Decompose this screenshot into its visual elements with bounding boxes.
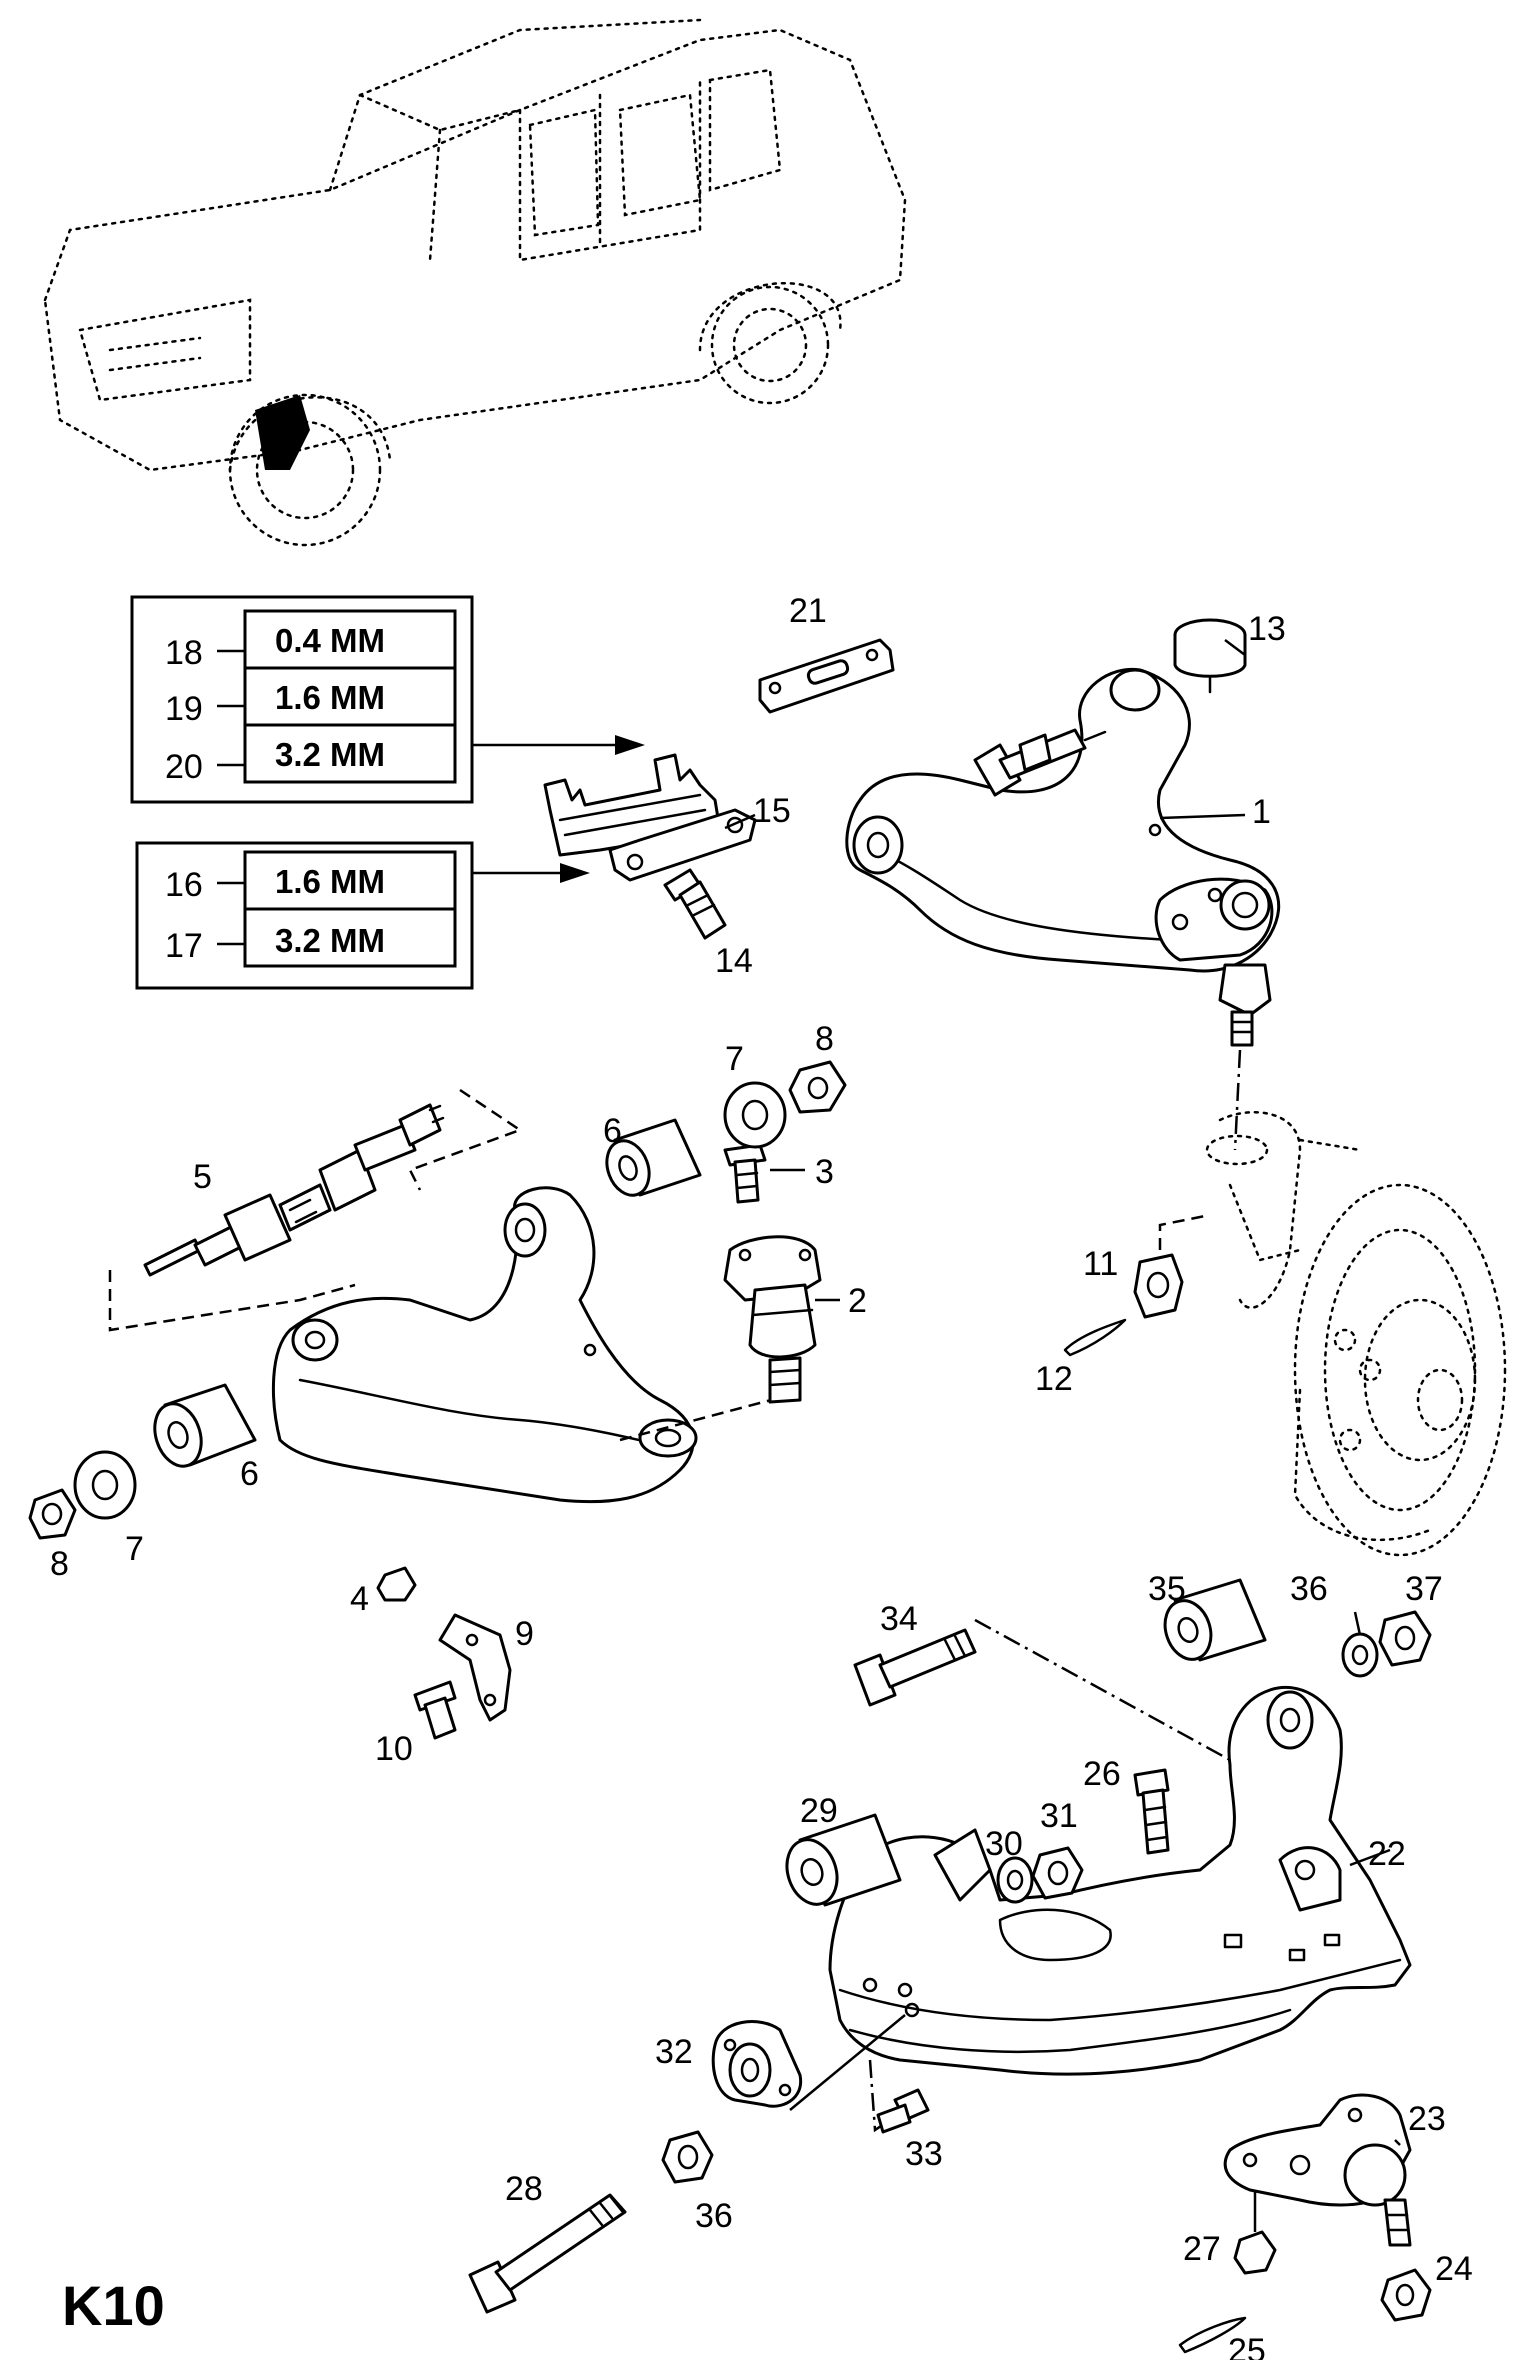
upper-control-arm-exploded xyxy=(272,1186,791,1504)
callout-8-lower: 8 xyxy=(50,1545,69,1583)
bolt-14 xyxy=(663,868,727,940)
callout-6-upper: 6 xyxy=(603,1112,622,1150)
bushing-6-lower xyxy=(153,1383,257,1468)
callout-32: 32 xyxy=(655,2033,693,2071)
callout-9: 9 xyxy=(515,1615,534,1653)
bolt-3 xyxy=(723,1143,805,1204)
callout-23: 23 xyxy=(1408,2100,1446,2138)
nut-27 xyxy=(1233,2190,1277,2275)
shim-ref-20: 20 xyxy=(165,748,203,786)
bushing-6-upper xyxy=(605,1118,702,1197)
shim-value-20: 3.2 MM xyxy=(275,736,385,773)
ball-joint-axis xyxy=(1233,1049,1242,1151)
bolt-28-axis xyxy=(789,2014,906,2111)
callout-27: 27 xyxy=(1183,2230,1221,2268)
shim-ref-19: 19 xyxy=(165,690,203,728)
callout-15: 15 xyxy=(753,792,791,830)
steering-knuckle-hub xyxy=(1205,1110,1507,1557)
castle-nut-11 xyxy=(1133,1213,1211,1319)
bushing-29 xyxy=(785,1813,902,1907)
shim-value-16: 1.6 MM xyxy=(275,863,385,900)
bolt-26 xyxy=(1133,1768,1170,1855)
callout-33: 33 xyxy=(905,2135,943,2173)
bolt-33 xyxy=(876,2088,930,2134)
callout-13: 13 xyxy=(1248,610,1286,648)
shim-table-front: 16 17 1.6 MM 3.2 MM xyxy=(135,841,590,990)
callout-leaders xyxy=(724,639,1401,2146)
callout-12: 12 xyxy=(1035,1360,1073,1398)
bolt-34 xyxy=(853,1628,977,1707)
callout-28: 28 xyxy=(505,2170,543,2208)
shim-ref-16: 16 xyxy=(165,866,203,904)
callout-7-lower: 7 xyxy=(125,1530,144,1568)
callout-30: 30 xyxy=(985,1825,1023,1863)
callout-6-lower: 6 xyxy=(240,1455,259,1493)
callout-3: 3 xyxy=(815,1153,834,1191)
shim-pack xyxy=(543,753,757,882)
callout-35: 35 xyxy=(1148,1570,1186,1608)
nut-8-lower xyxy=(28,1488,77,1540)
nut-4 xyxy=(376,1566,417,1602)
shim-table-rear: 18 19 20 0.4 MM 1.6 MM 3.2 MM xyxy=(130,595,645,804)
ball-joint-23 xyxy=(1223,2093,1412,2247)
nut-8-upper xyxy=(788,1060,847,1114)
page-code: K10 xyxy=(62,2274,165,2337)
callout-2: 2 xyxy=(848,1282,867,1320)
bracket-9 xyxy=(438,1613,512,1722)
nut-24 xyxy=(1380,2268,1432,2322)
callout-22: 22 xyxy=(1368,1835,1406,1873)
washer-36-upper xyxy=(1341,1632,1379,1678)
nut-36-lower xyxy=(661,2130,714,2184)
bolt-34-axis xyxy=(974,1618,1231,1762)
shim-ref-17: 17 xyxy=(165,927,203,965)
callout-4: 4 xyxy=(350,1580,369,1618)
callout-29: 29 xyxy=(800,1792,838,1830)
cross-shaft-5 xyxy=(143,1103,445,1277)
shim-value-19: 1.6 MM xyxy=(275,679,385,716)
bolt-10 xyxy=(413,1680,457,1740)
bushing-35 xyxy=(1163,1578,1267,1662)
cotter-pin-12 xyxy=(1063,1318,1127,1357)
washer-30 xyxy=(996,1856,1034,1904)
nut-31 xyxy=(1031,1846,1084,1900)
bolt-28 xyxy=(468,2193,627,2314)
nut-37 xyxy=(1378,1610,1432,1667)
callout-11: 11 xyxy=(1083,1245,1118,1283)
callout-26: 26 xyxy=(1083,1755,1121,1793)
callout-24: 24 xyxy=(1435,2250,1473,2288)
shaft-guide-right xyxy=(408,1088,523,1191)
callout-labels: 1 2 3 4 5 6 6 7 7 8 8 9 10 11 12 13 14 1… xyxy=(50,592,1473,2360)
shim-ref-18: 18 xyxy=(165,634,203,672)
shim-value-18: 0.4 MM xyxy=(275,622,385,659)
washer-7-upper xyxy=(723,1081,787,1149)
callout-31: 31 xyxy=(1040,1797,1078,1835)
rubber-bump-stop-13 xyxy=(1173,618,1247,694)
cotter-pin-25 xyxy=(1178,2316,1247,2354)
shim-plate-21 xyxy=(758,638,895,714)
callout-36-lower: 36 xyxy=(695,2197,733,2235)
callout-25: 25 xyxy=(1228,2332,1266,2360)
callout-5: 5 xyxy=(193,1158,212,1196)
callout-37: 37 xyxy=(1405,1570,1443,1608)
vehicle-illustration xyxy=(43,18,907,547)
ball-joint-2 xyxy=(723,1235,822,1404)
bushing-bracket-32 xyxy=(711,2020,803,2108)
callout-7-upper: 7 xyxy=(725,1040,744,1078)
shaft-guide-left xyxy=(108,1270,356,1332)
callout-34: 34 xyxy=(880,1600,918,1638)
shim-value-17: 3.2 MM xyxy=(275,922,385,959)
callout-36-upper: 36 xyxy=(1290,1570,1328,1608)
callout-10: 10 xyxy=(375,1730,413,1768)
callout-14: 14 xyxy=(715,942,753,980)
callout-1: 1 xyxy=(1252,793,1271,831)
callout-8-upper: 8 xyxy=(815,1020,834,1058)
washer-7-lower xyxy=(73,1450,137,1520)
lower-control-arm xyxy=(828,1685,1412,2076)
upper-control-arm xyxy=(845,667,1281,1047)
callout-21: 21 xyxy=(789,592,827,630)
